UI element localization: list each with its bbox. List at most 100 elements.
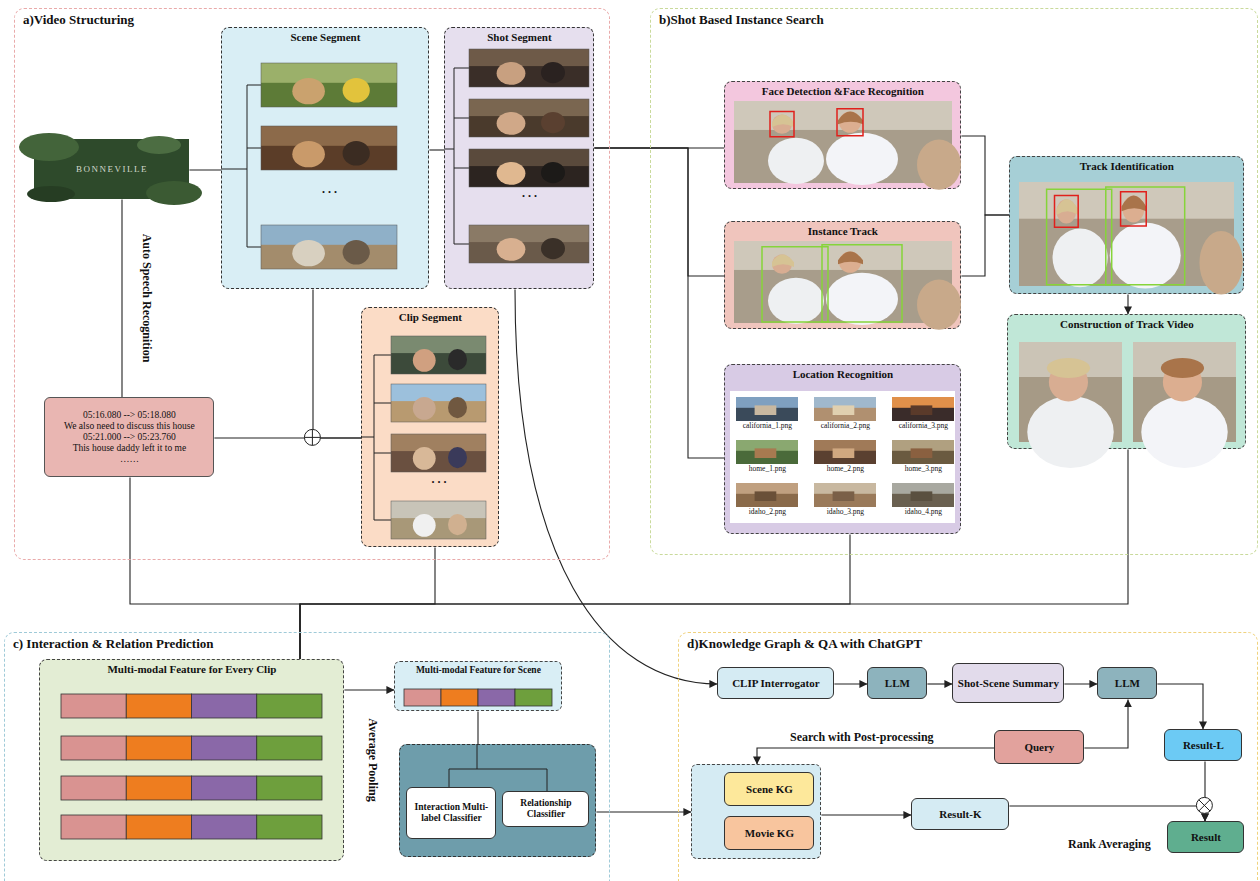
feature-segment [127,815,192,839]
person-body [1110,223,1181,289]
tree-line [374,453,391,454]
person-hair [838,112,863,125]
annotation-label: Rank Averaging [1068,838,1151,852]
photo-frame [469,99,589,137]
connector [189,169,221,170]
panel-frame: a)Video StructuringBONNEVILLEScene Segme… [14,8,610,560]
thumbnail [814,397,876,421]
illustration [362,308,498,546]
feature-segment [257,815,322,839]
photo [261,126,397,170]
feature-segment [61,694,126,718]
beach-photo [734,101,961,190]
node-subtext: . . . [391,473,486,487]
node-text: Construction of Track Video [1060,318,1194,331]
photo-figure [541,112,565,133]
beach-photo [1019,182,1243,295]
photo-sky [1019,342,1122,377]
person-body [917,140,961,190]
photo-figure [413,514,436,537]
photo [469,149,589,187]
tree-line [454,244,469,245]
person-body [1053,229,1108,288]
connector [594,148,724,458]
subtitle-box: 05:16.080 --> 05:18.080We also need to d… [44,397,214,477]
photo-region [391,336,486,353]
panel-frame: c) Interaction & Relation PredictionMult… [4,632,610,881]
node-text: Shot Segment [487,31,551,44]
feature-segment [127,776,192,800]
module-box: Location Recognitioncalifornia_1.pngcali… [724,364,961,534]
photo-figure [413,349,436,372]
node-text: Result-K [939,808,981,821]
photo-figure [541,162,565,183]
foliage [137,136,181,154]
tree-line [247,148,261,149]
photo-frame [261,63,397,107]
person-body [768,138,824,184]
photo-region [469,149,589,166]
feature-segment [257,736,322,760]
node-subtext: home_1.png [730,465,804,474]
foliage [146,181,202,205]
node-subtext: idaho_4.png [886,508,960,517]
photo-figure [541,62,565,83]
person-hair [1057,200,1079,216]
photo-region [469,99,589,116]
connector [757,748,994,764]
face-box [770,112,794,137]
connector [1127,294,1128,314]
photo-figure [497,62,526,85]
person-body [826,133,898,185]
photo-region [469,225,589,242]
segment-box: Scene Segment. . . [221,27,429,289]
feature-segment [404,689,441,706]
panel-heading: c) Interaction & Relation Prediction [13,637,214,652]
feature-segment [441,689,478,706]
process-box: Shot-Scene Summary [952,663,1064,703]
tree-line [247,85,261,86]
node-subtext: home_3.png [886,465,960,474]
connector [927,683,952,684]
photo-region [261,225,397,245]
node-text: Clip Segment [399,311,462,324]
track-box [822,245,902,322]
photo [469,99,589,137]
photo-frame [391,384,486,422]
photo-figure [413,397,436,420]
thumbnail-object [833,492,855,502]
node-subtext: . . . [469,187,589,201]
face-box [1121,192,1147,226]
tree-line [312,429,313,445]
photo-sky [1133,342,1236,377]
track-box [762,247,828,322]
thumbnail-object [911,449,933,459]
feature-segment [127,736,192,760]
result-box: Result [1167,821,1244,853]
node-subtext: california_3.png [886,422,960,431]
photo-figure [448,514,467,535]
panel-frame: d)Knowledge Graph & QA with ChatGPTCLIP … [678,632,1258,881]
photo-frame [261,225,397,269]
feature-segment [257,694,322,718]
connector [429,149,444,150]
feature-segment [61,736,126,760]
module-box: Instance Track [724,221,961,329]
photo [391,384,486,422]
thumbnail-object [755,406,777,416]
person-hair [1047,358,1090,378]
feature-segment [192,815,257,839]
photo-frame [391,336,486,374]
node-text: Location Recognition [793,368,894,381]
photo-figure [497,238,526,261]
thumbnail-object [755,492,777,502]
tree-line [454,118,469,119]
feature-segment [515,689,552,706]
person-body [917,280,961,330]
feature-segment [192,776,257,800]
node-text: Track Identification [1080,160,1174,173]
node-subtext: We also need to discuss this house [64,421,195,432]
connector [961,215,1009,276]
node-text: Scene KG [746,783,793,796]
